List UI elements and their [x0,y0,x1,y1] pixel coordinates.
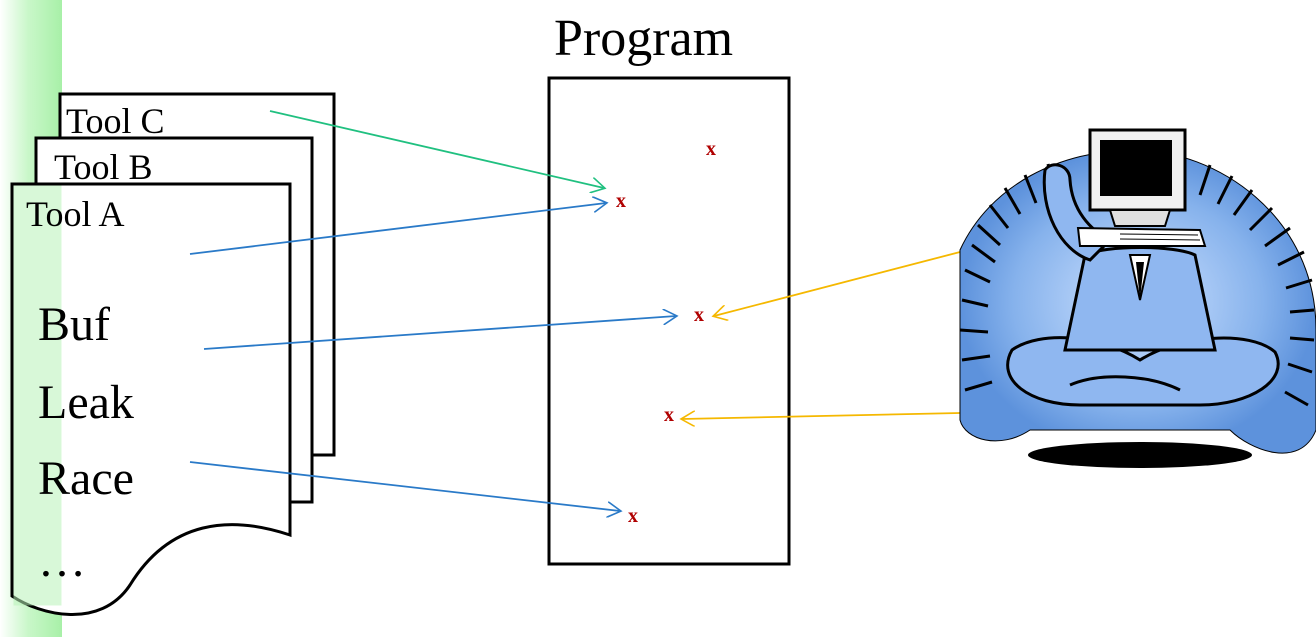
tool-a-label: Tool A [26,194,125,234]
program-marker-3: x [694,304,704,326]
program-marker-2: x [616,190,626,212]
buf-arrow [203,316,676,350]
bug-type-more: … [38,534,86,587]
tool-c-arrow [269,110,604,188]
tool-a-report [10,182,292,616]
program-title: Program [554,10,733,67]
bug-type-leak: Leak [38,376,134,429]
program-box-group: Program x x x x x [547,10,791,566]
meditating-computer-head-person-icon [959,128,1316,468]
tool-a-tint [13,185,62,606]
program-box [547,76,791,566]
program-marker-5: x [628,505,638,527]
race-arrow [189,461,620,511]
tool-b-label: Tool B [54,147,153,187]
program-marker-1: x [706,138,716,160]
tool-c-label: Tool C [66,101,165,141]
bug-type-race: Race [38,452,134,505]
program-marker-4: x [664,404,674,426]
report-stack: Tool C Tool B Tool A Buf Leak Race … [10,92,336,616]
tool-a-arrow [189,203,606,255]
human-arrow-lower [682,413,961,419]
human-arrow-upper [714,251,961,316]
bug-type-buf: Buf [38,298,110,351]
